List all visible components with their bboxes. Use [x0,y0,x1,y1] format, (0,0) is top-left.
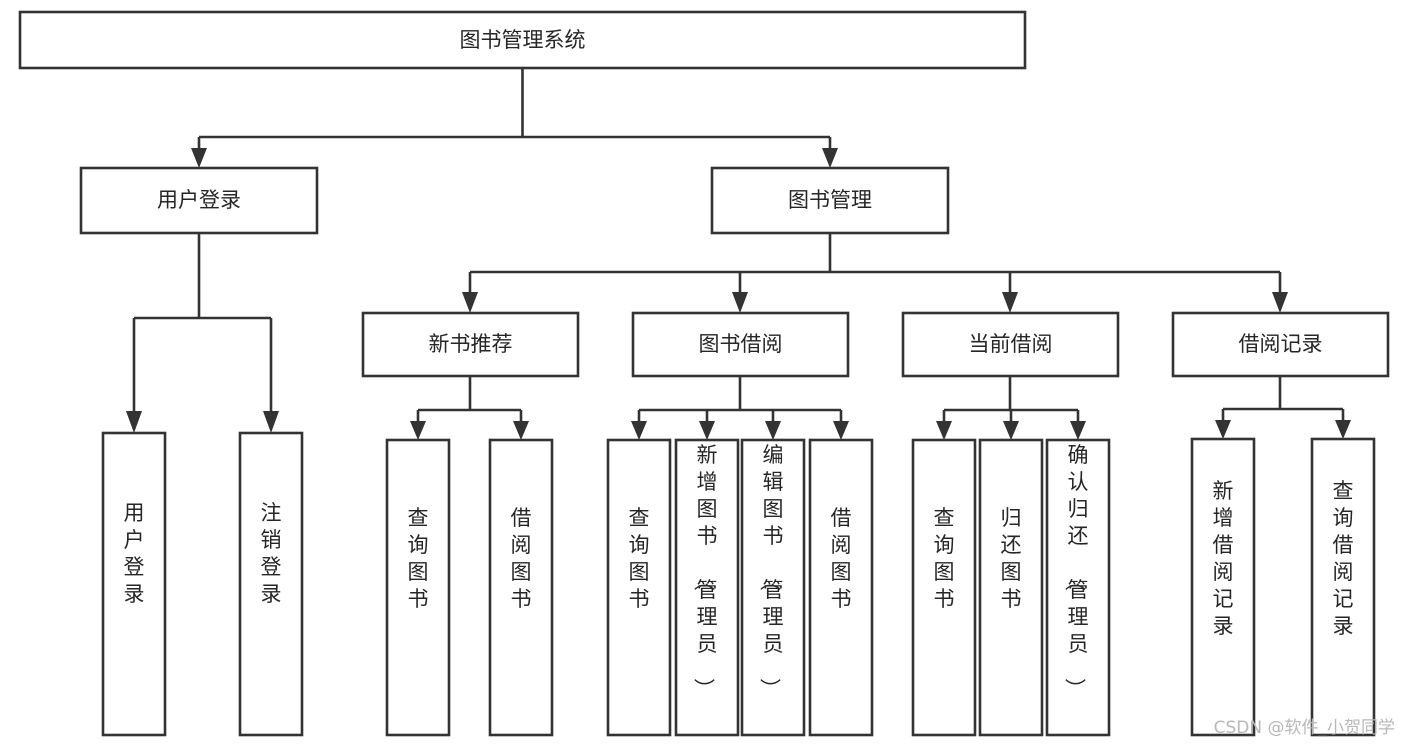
leaf-query-book-3-label: 查询图书 [934,506,955,611]
node-book-borrow-box[interactable] [631,311,850,378]
node-borrow-record-box[interactable] [1171,311,1390,378]
leaf-query-book-3-box[interactable] [911,438,977,737]
leaf-add-book[interactable]: 新增图书（管理员） [674,438,740,737]
leaf-return-book-label: 归还图书 [1001,506,1022,611]
leaf-borrow-book-1-label: 借阅图书 [511,506,532,611]
node-new-book-rec-box[interactable] [361,311,580,378]
leaf-borrow-book-2-box[interactable] [808,438,874,737]
arrowhead-icon-br-2 [1335,420,1351,439]
arrowhead-icon-bb-4 [833,421,849,440]
arrowhead-icon-root-left [191,148,207,168]
leaf-borrow-book-2-label: 借阅图书 [831,506,852,611]
leaf-add-record[interactable]: 新增借阅记录 [1190,437,1256,737]
leaf-logout-label: 注销登录 [261,501,282,606]
leaf-borrow-book-1[interactable]: 借阅图书 [488,438,554,737]
node-book-manage[interactable]: 图书管理 [710,166,950,235]
leaf-confirm-return-label: 确认归还（管理员） [1063,443,1089,699]
node-borrow-record[interactable]: 借阅记录 [1171,311,1390,378]
node-book-manage-box[interactable] [710,166,950,235]
node-current-borrow-label: 当前借阅 [969,332,1053,356]
arrowhead-icon-nbr-1 [410,421,426,440]
leaf-logout-box[interactable] [238,431,304,737]
arrowhead-icon-nbr-2 [513,421,529,440]
leaf-query-record-box[interactable] [1310,437,1376,737]
arrowhead-icon-root-right [822,148,838,168]
leaf-query-book-2-label: 查询图书 [629,506,650,611]
arrowhead-icon-cb-1 [936,421,952,440]
csdn-watermark: CSDN @软件_小贺同学 [1214,718,1395,738]
leaf-edit-book-label: 编辑图书（管理员） [758,443,784,699]
arrowhead-icon-l3-2 [732,292,748,313]
leaf-borrow-book-1-box[interactable] [488,438,554,737]
node-book-borrow[interactable]: 图书借阅 [631,311,850,378]
node-user-login-label: 用户登录 [157,188,241,212]
node-book-manage-label: 图书管理 [788,188,872,212]
arrowhead-icon-cb-2 [1003,421,1019,440]
node-user-login-box[interactable] [79,166,319,235]
leaf-user-login[interactable]: 用户登录 [101,431,167,737]
arrowhead-icon-cb-3 [1070,421,1086,440]
node-root[interactable]: 图书管理系统 [18,10,1027,70]
node-root-label: 图书管理系统 [460,28,586,52]
arrowhead-icon-userlogin-1 [126,411,142,433]
arrowhead-icon-br-1 [1215,420,1231,439]
leaf-add-book-label: 新增图书（管理员） [692,443,718,699]
arrowhead-icon-userlogin-2 [263,411,279,433]
arrowhead-icon-bb-1 [631,421,647,440]
leaf-edit-book[interactable]: 编辑图书（管理员） [740,438,806,737]
arrowhead-icon-bb-2 [699,421,715,440]
leaf-logout[interactable]: 注销登录 [238,431,304,737]
leaf-query-book-3[interactable]: 查询图书 [911,438,977,737]
leaf-query-book-1[interactable]: 查询图书 [385,438,451,737]
leaf-user-login-label: 用户登录 [124,501,145,606]
leaf-confirm-return-box[interactable] [1045,438,1111,737]
leaf-edit-book-box[interactable] [740,438,806,737]
leaf-query-book-1-box[interactable] [385,438,451,737]
connector-layer [132,68,1345,421]
leaf-add-record-label: 新增借阅记录 [1213,479,1234,638]
leaf-user-login-box[interactable] [101,431,167,737]
node-root-box[interactable] [18,10,1027,70]
arrowhead-layer [126,148,1351,440]
arrowhead-icon-l3-1 [462,292,478,313]
leaf-query-book-1-label: 查询图书 [408,506,429,611]
arrowhead-icon-l3-3 [1002,292,1018,313]
leaf-query-record[interactable]: 查询借阅记录 [1310,437,1376,737]
leaf-add-record-box[interactable] [1190,437,1256,737]
node-current-borrow-box[interactable] [901,311,1120,378]
node-borrow-record-label: 借阅记录 [1239,332,1323,356]
leaf-query-book-2[interactable]: 查询图书 [606,438,672,737]
leaf-return-book-box[interactable] [978,438,1044,737]
node-new-book-rec[interactable]: 新书推荐 [361,311,580,378]
node-book-borrow-label: 图书借阅 [699,332,783,356]
leaf-borrow-book-2[interactable]: 借阅图书 [808,438,874,737]
node-user-login[interactable]: 用户登录 [79,166,319,235]
leaf-return-book[interactable]: 归还图书 [978,438,1044,737]
arrowhead-icon-bb-3 [765,421,781,440]
leaf-add-book-box[interactable] [674,438,740,737]
leaf-query-book-2-box[interactable] [606,438,672,737]
node-current-borrow[interactable]: 当前借阅 [901,311,1120,378]
node-new-book-rec-label: 新书推荐 [429,332,513,356]
leaf-confirm-return[interactable]: 确认归还（管理员） [1045,438,1111,737]
leaf-query-record-label: 查询借阅记录 [1333,479,1354,638]
arrowhead-icon-l3-4 [1272,292,1288,313]
